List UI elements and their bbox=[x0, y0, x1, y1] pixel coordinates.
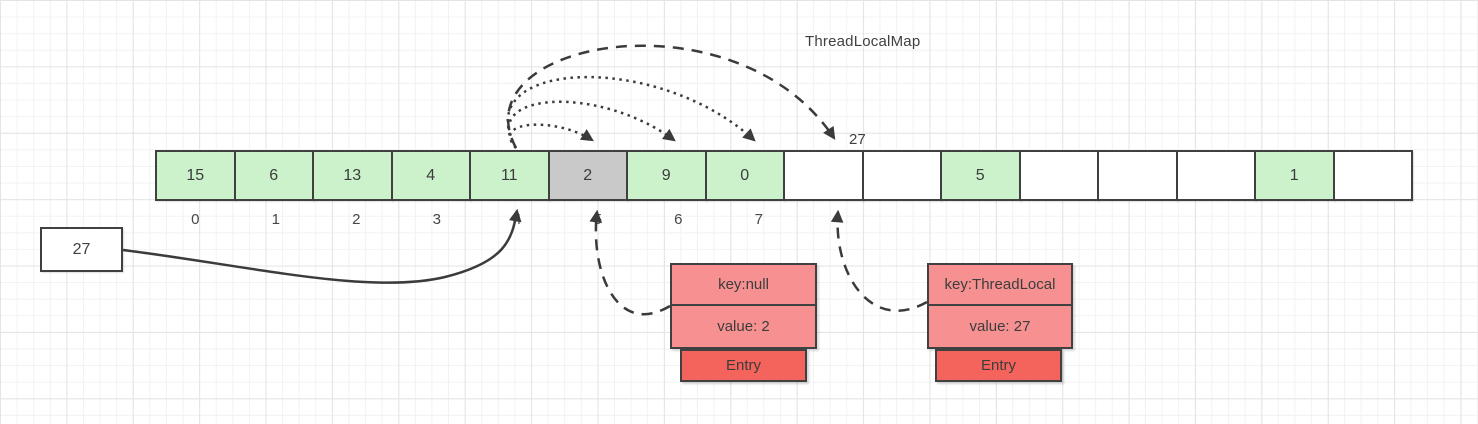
array-index-label-3: 3 bbox=[432, 211, 441, 228]
array-cell-12 bbox=[1097, 150, 1178, 201]
array-cell-6: 9 bbox=[626, 150, 707, 201]
array-cell-11 bbox=[1018, 150, 1099, 201]
array-cell-15 bbox=[1332, 150, 1413, 201]
array-cell-8 bbox=[783, 150, 864, 201]
entry-key-label: key:null bbox=[672, 265, 815, 306]
array-cell-5: 2 bbox=[547, 150, 628, 201]
hash-result-label: 27 bbox=[849, 131, 866, 148]
probe-arc-to-slot7 bbox=[506, 75, 754, 149]
array-cell-7: 0 bbox=[704, 150, 785, 201]
entry-box-null: key:null value: 2 bbox=[670, 263, 817, 349]
entry-tag-null: Entry bbox=[680, 349, 807, 382]
entry-key-label: key:ThreadLocal bbox=[929, 265, 1071, 306]
array-index-label-1: 1 bbox=[271, 211, 280, 228]
array-cell-14: 1 bbox=[1254, 150, 1335, 201]
diagram-title: ThreadLocalMap bbox=[805, 33, 921, 50]
array-cell-4: 11 bbox=[469, 150, 550, 201]
entry-value-label: value: 27 bbox=[969, 318, 1031, 335]
array-cell-10: 5 bbox=[940, 150, 1021, 201]
array-cell-13 bbox=[1175, 150, 1256, 201]
probe-arc-to-slot5 bbox=[508, 123, 592, 149]
array-index-label-6: 6 bbox=[674, 211, 683, 228]
array-index-row: 0 1 2 3 4 5 6 7 bbox=[155, 211, 1443, 231]
entry-box-threadlocal: key:ThreadLocal value: 27 bbox=[927, 263, 1073, 349]
value-27-box: 27 bbox=[40, 227, 123, 272]
array-index-label-2: 2 bbox=[352, 211, 361, 228]
array-cell-9 bbox=[861, 150, 942, 201]
array-cell-0: 15 bbox=[155, 150, 236, 201]
probe-arc-to-slot6 bbox=[507, 100, 674, 149]
array-cell-1: 6 bbox=[233, 150, 314, 201]
hash-arc-to-slot8 bbox=[507, 44, 834, 149]
array-cell-2: 13 bbox=[312, 150, 393, 201]
entry-value-label: value: 2 bbox=[717, 318, 770, 335]
array-index-label-4: 4 bbox=[513, 211, 522, 228]
entry-tag-threadlocal: Entry bbox=[935, 349, 1062, 382]
array-index-label-5: 5 bbox=[593, 211, 602, 228]
array-index-label-7: 7 bbox=[754, 211, 763, 228]
array-index-label-0: 0 bbox=[191, 211, 200, 228]
array-cell-3: 4 bbox=[390, 150, 471, 201]
